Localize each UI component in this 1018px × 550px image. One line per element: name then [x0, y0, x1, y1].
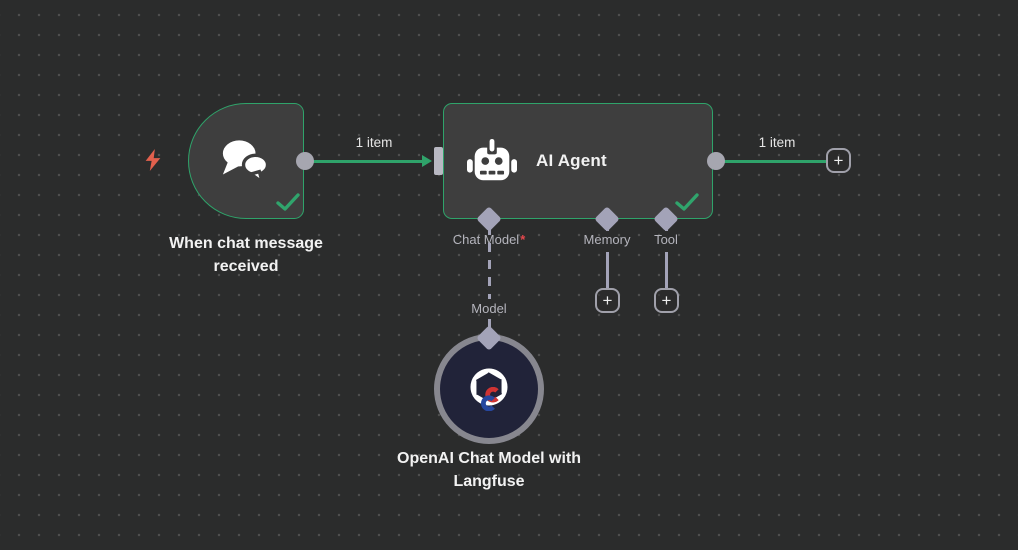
trigger-bolt-icon [145, 149, 161, 171]
tool-connector-line[interactable] [665, 252, 668, 289]
memory-connector-line[interactable] [606, 252, 609, 289]
add-tool-button[interactable]: + [654, 288, 679, 313]
edge-arrowhead-icon [422, 155, 432, 167]
openai-logo-icon [470, 368, 508, 406]
trigger-node-label: When chat message received [169, 235, 323, 275]
edge-items-label: 1 item [758, 135, 796, 150]
add-next-node-button[interactable]: + [826, 148, 851, 173]
langfuse-badge-icon [481, 387, 499, 411]
node-openai-chat-model[interactable] [434, 334, 544, 444]
node-ai-agent[interactable]: AI Agent [443, 103, 713, 219]
memory-port-label: Memory [583, 232, 631, 247]
agent-title: AI Agent [536, 151, 607, 170]
edge-items-label: 1 item [355, 135, 393, 150]
required-asterisk: * [520, 232, 526, 247]
tool-port-label: Tool [654, 232, 678, 247]
trigger-output-connector[interactable] [296, 152, 314, 170]
success-checkmark-icon [675, 193, 699, 211]
robot-icon [467, 138, 517, 181]
edge-trigger-to-agent[interactable] [306, 160, 424, 163]
node-chat-trigger[interactable] [188, 103, 304, 219]
model-connection-label: Model [471, 301, 507, 316]
model-connection-line[interactable] [488, 226, 491, 299]
agent-output-connector[interactable] [707, 152, 725, 170]
model-node-label: OpenAI Chat Model with Langfuse [397, 450, 581, 490]
success-checkmark-icon [276, 193, 300, 211]
add-memory-button[interactable]: + [595, 288, 620, 313]
agent-input-connector[interactable] [434, 147, 443, 175]
chat-model-port-label: Chat Model* [452, 232, 526, 247]
edge-agent-output[interactable] [716, 160, 827, 163]
chat-bubbles-icon [222, 140, 270, 186]
